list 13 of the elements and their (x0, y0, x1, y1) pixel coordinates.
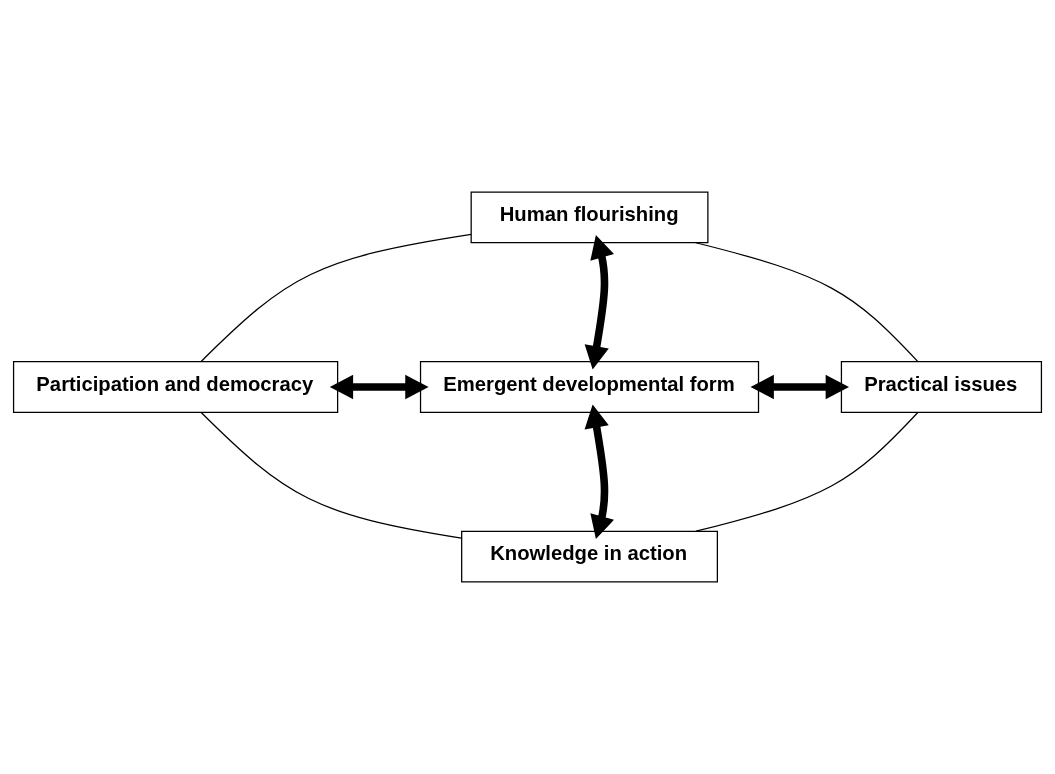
connector (200, 233, 472, 363)
connector (695, 242, 919, 363)
node-box: Participation and democracy (12, 361, 339, 413)
connector (200, 411, 463, 539)
node-box: Emergent developmental form (419, 361, 760, 413)
node-box: Practical issues (840, 361, 1043, 413)
arrow (329, 374, 429, 400)
arrow (584, 404, 614, 540)
connector (695, 412, 919, 532)
arrow (584, 234, 614, 370)
node-box: Knowledge in action (461, 530, 718, 583)
arrow (750, 374, 849, 400)
node-box: Human flourishing (470, 191, 709, 244)
